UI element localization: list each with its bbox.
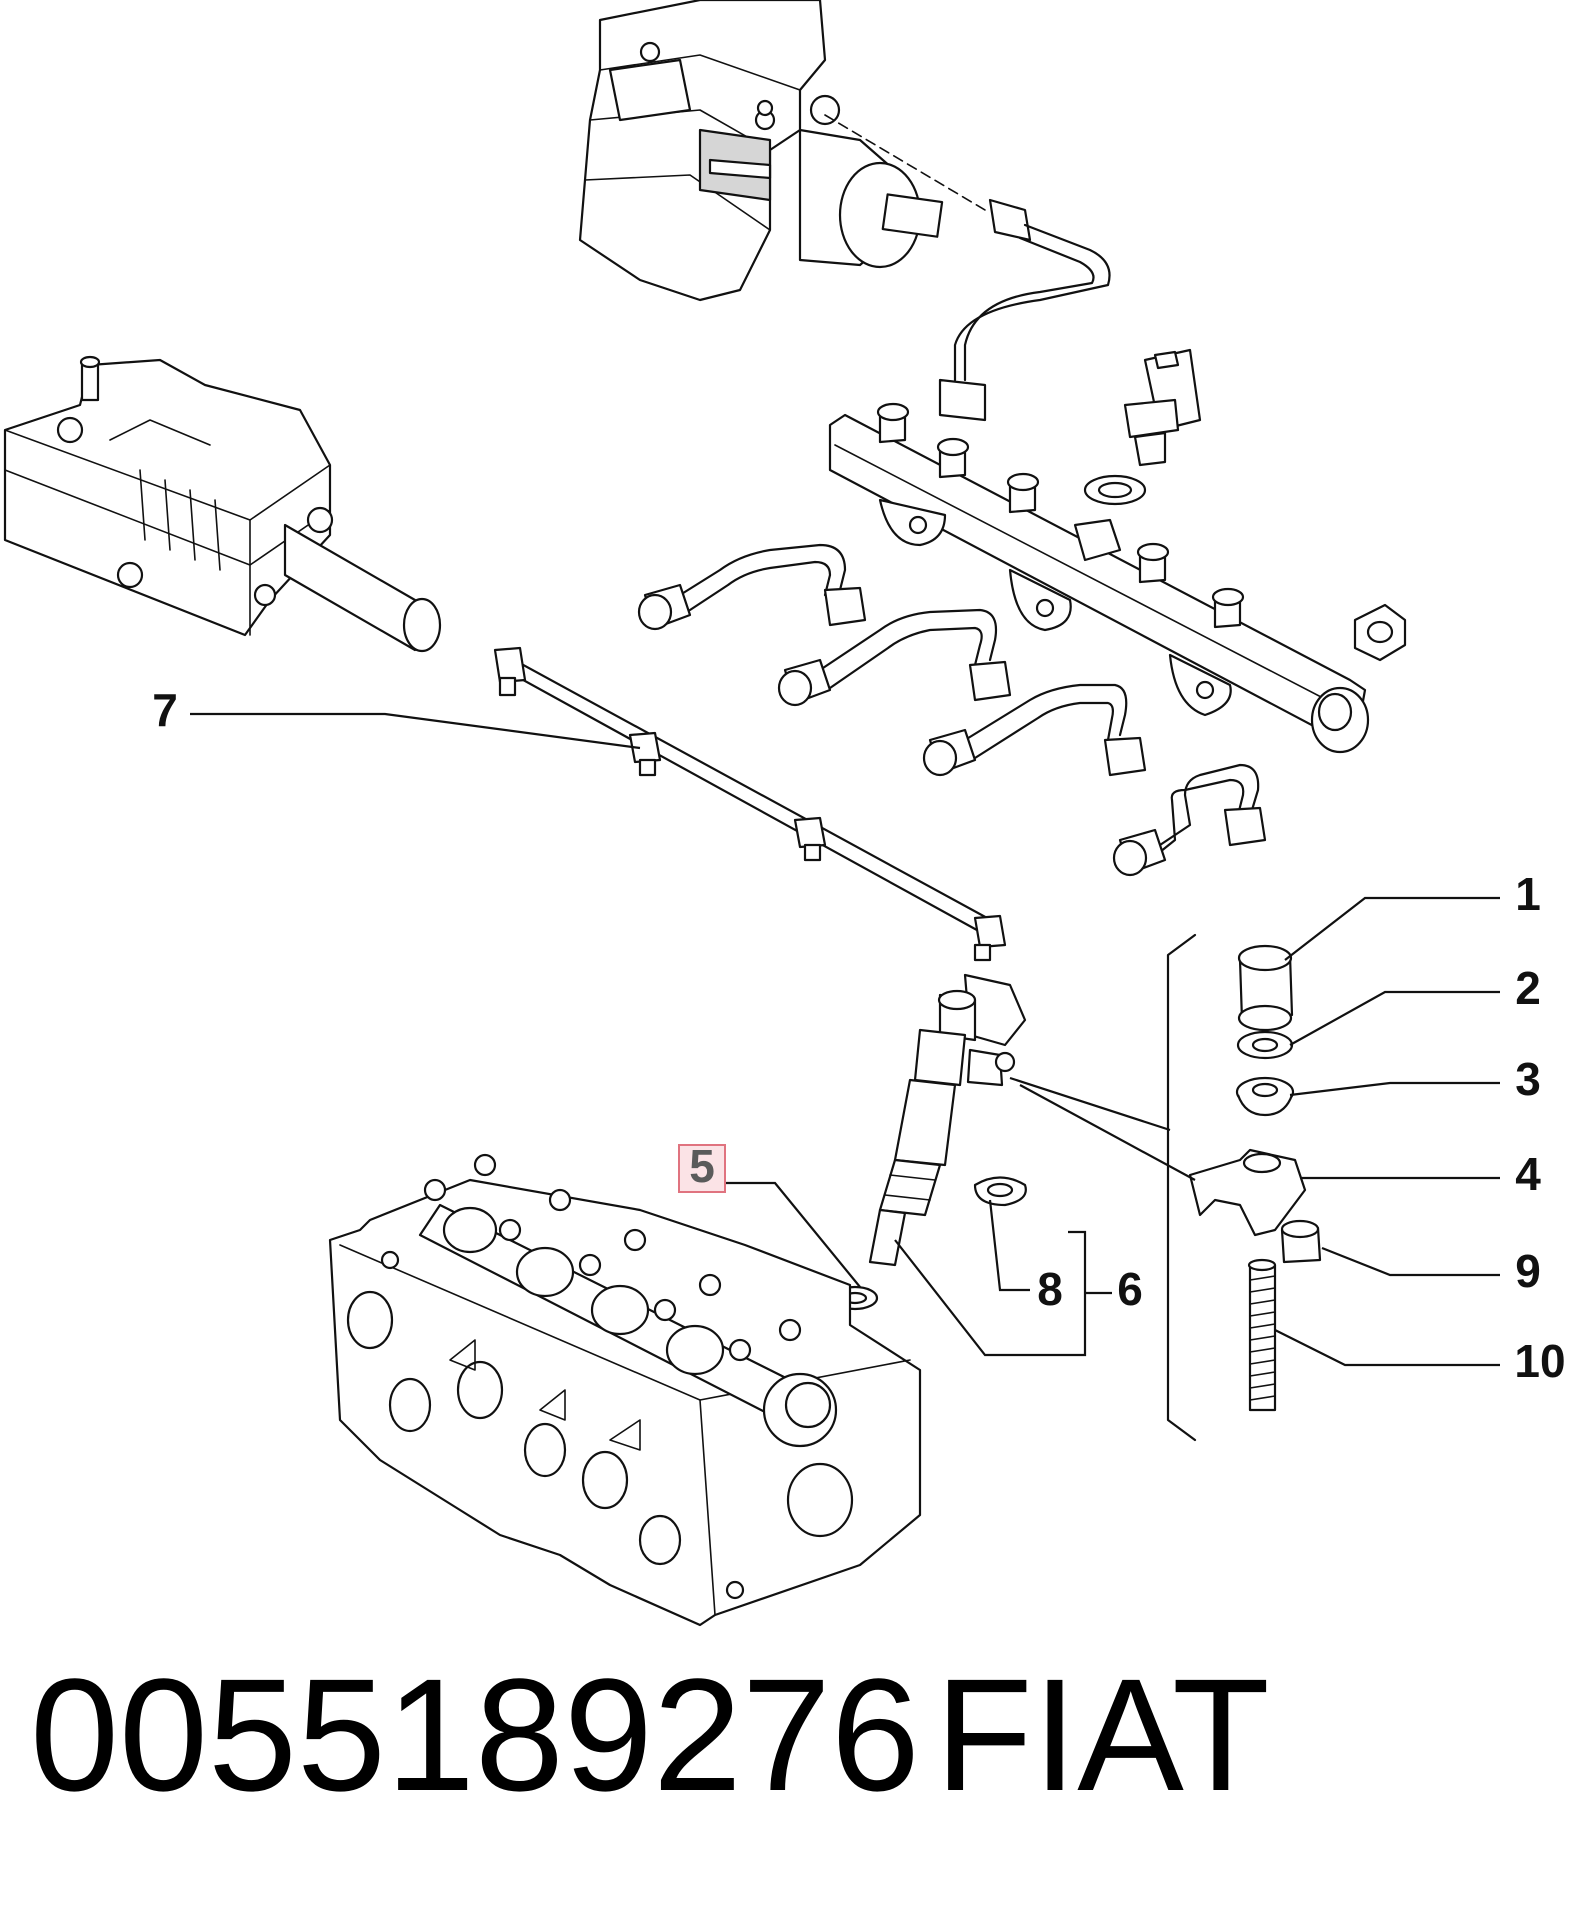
callout-7: 7 xyxy=(152,684,178,736)
callout-10: 10 xyxy=(1514,1335,1565,1387)
sealing-washers xyxy=(831,1176,1027,1311)
pressure-sensor xyxy=(1083,348,1202,506)
high-pressure-pump xyxy=(578,0,1111,422)
callout-labels: 1 2 3 4 5 6 7 8 9 10 xyxy=(152,684,1565,1387)
callout-5: 5 xyxy=(689,1140,715,1192)
callout-6: 6 xyxy=(1117,1263,1143,1315)
callout-8: 8 xyxy=(1037,1263,1063,1315)
callout-9: 9 xyxy=(1515,1245,1541,1297)
callout-4: 4 xyxy=(1515,1148,1541,1200)
brand-name: FIAT xyxy=(935,1645,1270,1824)
leak-off-pipe xyxy=(493,646,1007,962)
callout-3: 3 xyxy=(1515,1053,1541,1105)
leader-lines xyxy=(190,712,1500,1367)
small-parts xyxy=(1166,933,1322,1442)
high-pressure-lines xyxy=(637,543,1267,877)
cylinder-head xyxy=(328,1153,922,1627)
callout-5-highlight-box xyxy=(678,1144,726,1193)
callout-2: 2 xyxy=(1515,962,1541,1014)
part-number: 0055189276 xyxy=(30,1645,920,1824)
loose-nut xyxy=(1353,603,1407,662)
left-assembly xyxy=(3,355,442,653)
callout-1: 1 xyxy=(1515,868,1541,920)
injector xyxy=(868,973,1027,1267)
fuel-rail xyxy=(828,402,1370,754)
